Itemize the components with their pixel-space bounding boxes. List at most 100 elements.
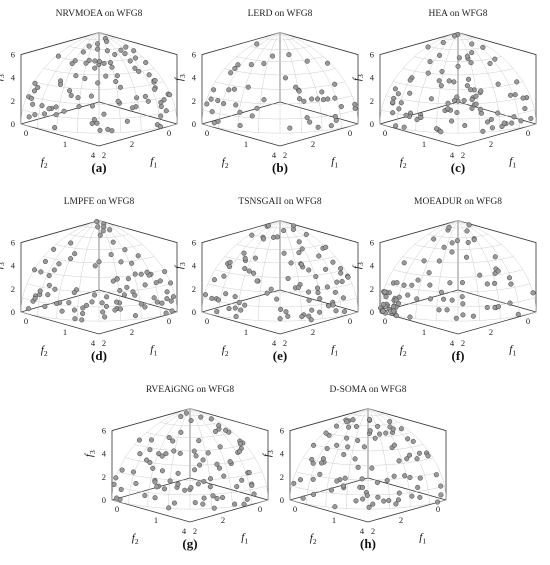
solution-point — [164, 289, 170, 295]
solution-point — [508, 281, 514, 287]
solution-point — [514, 79, 520, 85]
solution-point — [114, 276, 120, 282]
solution-point — [216, 423, 222, 429]
solution-point — [42, 303, 48, 310]
solution-point — [308, 317, 314, 323]
solution-point — [129, 260, 135, 266]
solution-point — [53, 112, 59, 118]
solution-point — [395, 91, 401, 97]
solution-points — [204, 41, 358, 131]
solution-point — [104, 48, 110, 54]
solution-point — [480, 44, 486, 50]
solution-point — [334, 423, 340, 429]
solution-point — [232, 305, 238, 311]
f3-tick-label: 2 — [11, 284, 15, 294]
solution-point — [324, 446, 330, 452]
f2-tick-label: 0 — [167, 128, 171, 138]
axis-f2-line — [20, 101, 100, 125]
solution-point — [350, 417, 356, 423]
solution-point — [409, 493, 415, 499]
solution-point — [221, 273, 227, 279]
solution-points — [202, 223, 351, 323]
solution-point — [238, 307, 244, 313]
solution-point — [158, 99, 164, 105]
f2-tick-label: 2 — [311, 327, 315, 337]
solution-point — [341, 451, 347, 458]
solution-point — [488, 116, 494, 123]
f1-tick-label: 0 — [383, 316, 387, 326]
solution-point — [83, 302, 90, 308]
solution-point — [295, 284, 301, 290]
solution-point — [144, 457, 150, 463]
solution-point — [306, 297, 312, 303]
solution-point — [309, 456, 315, 462]
f3-tick-label: 2 — [370, 96, 374, 106]
solution-point — [245, 84, 251, 90]
solution-point — [355, 464, 361, 470]
f1-axis-label: f1 — [509, 343, 516, 357]
f3-tick-label: 6 — [11, 238, 15, 248]
solution-point — [323, 430, 329, 436]
solution-point — [148, 437, 154, 443]
solution-point — [338, 270, 344, 276]
solution-point — [91, 116, 97, 122]
solution-point — [59, 308, 65, 314]
f3-tick-label: 0 — [370, 307, 374, 317]
solution-point — [433, 472, 439, 478]
solution-point — [261, 61, 267, 67]
solution-point — [66, 300, 72, 306]
f1-tick-label: 0 — [383, 128, 387, 138]
solution-point — [415, 277, 421, 283]
solution-point — [477, 272, 483, 278]
solution-point — [39, 103, 45, 109]
solution-point — [121, 292, 127, 298]
solution-point — [431, 236, 437, 242]
solution-point — [425, 453, 431, 459]
solution-point — [329, 487, 335, 493]
f3-tick-label: 2 — [192, 284, 196, 294]
solution-point — [469, 105, 475, 111]
solution-point — [417, 494, 423, 500]
solution-point — [35, 84, 41, 90]
f3-tick-label: 6 — [11, 50, 15, 60]
solution-point — [297, 477, 303, 483]
solution-point — [208, 416, 214, 422]
solution-point — [303, 231, 309, 237]
solution-point — [296, 250, 302, 256]
solution-point — [344, 419, 350, 425]
solution-point — [29, 95, 35, 101]
solution-point — [445, 100, 451, 106]
f2-axis-label: f2 — [222, 344, 229, 358]
solution-point — [52, 286, 58, 292]
solution-point — [473, 101, 479, 107]
solution-point — [449, 249, 455, 255]
solution-point — [333, 308, 339, 314]
solution-point — [210, 493, 216, 499]
solution-point — [293, 84, 299, 90]
solution-point — [150, 465, 156, 471]
solution-point — [359, 476, 365, 482]
f3-tick-label: 0 — [11, 307, 15, 317]
f3-tick-label: 4 — [370, 73, 375, 83]
solution-point — [143, 60, 149, 66]
solution-point — [51, 267, 57, 273]
solution-point — [223, 427, 229, 433]
solution-point — [393, 123, 399, 129]
solution-point — [233, 102, 239, 108]
solution-point — [338, 104, 344, 110]
solution-point — [447, 280, 453, 286]
solution-point — [282, 75, 288, 81]
solution-point — [95, 224, 101, 230]
f2-tick-label: 0 — [348, 316, 352, 326]
solution-point — [326, 303, 332, 309]
solution-point — [32, 80, 38, 86]
f2-tick-label: 0 — [526, 316, 530, 326]
solution-point — [274, 296, 280, 302]
solution-point — [188, 417, 194, 423]
